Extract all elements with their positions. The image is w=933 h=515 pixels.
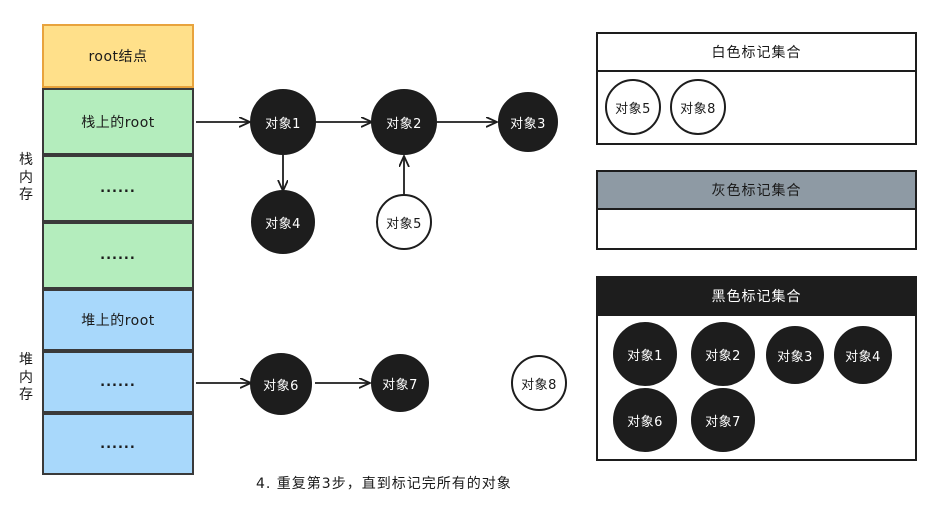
gray-mark-set-body (598, 210, 915, 248)
white-mark-set-panel: 白色标记集合 对象5 对象8 (596, 32, 917, 145)
graph-node-label: 对象4 (265, 216, 301, 232)
white-set-item-obj5[interactable]: 对象5 (605, 79, 661, 135)
heap-memory-label: 堆内存 (19, 352, 33, 403)
graph-node-obj3[interactable]: 对象3 (498, 92, 558, 152)
black-set-item-obj7[interactable]: 对象7 (691, 388, 755, 452)
black-set-item-obj2[interactable]: 对象2 (691, 322, 755, 386)
set-item-label: 对象3 (777, 349, 813, 365)
set-item-label: 对象2 (705, 348, 741, 364)
memory-cell-heap-filler-2[interactable]: ...... (42, 413, 194, 475)
set-item-label: 对象4 (845, 349, 881, 365)
memory-cell-label: ...... (100, 181, 136, 196)
graph-node-obj4[interactable]: 对象4 (251, 190, 315, 254)
memory-cell-label: 堆上的root (81, 313, 155, 329)
black-mark-set-panel: 黑色标记集合 对象1 对象2 对象3 对象4 对象6 对象7 (596, 276, 917, 461)
memory-cell-label: ...... (100, 248, 136, 263)
memory-cell-heap-filler-1[interactable]: ...... (42, 351, 194, 413)
memory-cell-root[interactable]: root结点 (42, 24, 194, 88)
graph-node-label: 对象7 (382, 377, 418, 393)
white-mark-set-title: 白色标记集合 (598, 34, 915, 72)
memory-cell-label: ...... (100, 374, 136, 390)
black-mark-set-title: 黑色标记集合 (598, 278, 915, 316)
graph-node-obj5[interactable]: 对象5 (376, 194, 432, 250)
memory-cell-heap-root[interactable]: 堆上的root (42, 289, 194, 351)
graph-node-obj1[interactable]: 对象1 (250, 89, 316, 155)
set-item-label: 对象1 (627, 348, 663, 364)
panel-title-label: 白色标记集合 (711, 45, 802, 61)
graph-node-label: 对象1 (265, 116, 301, 132)
set-item-label: 对象8 (680, 101, 716, 117)
set-item-label: 对象7 (705, 414, 741, 430)
graph-node-label: 对象3 (510, 116, 546, 132)
memory-cell-stack-filler-2[interactable]: ...... (42, 222, 194, 289)
memory-cell-stack-root[interactable]: 栈上的root (42, 88, 194, 155)
white-mark-set-body: 对象5 对象8 (598, 72, 915, 143)
black-mark-set-body: 对象1 对象2 对象3 对象4 对象6 对象7 (598, 316, 915, 459)
diagram-caption: 4. 重复第3步，直到标记完所有的对象 (256, 476, 512, 492)
panel-title-label: 黑色标记集合 (711, 289, 802, 305)
black-set-item-obj6[interactable]: 对象6 (613, 388, 677, 452)
black-set-item-obj4[interactable]: 对象4 (834, 326, 892, 384)
gray-mark-set-panel: 灰色标记集合 (596, 170, 917, 250)
stack-memory-label: 栈内存 (19, 152, 33, 203)
black-set-item-obj1[interactable]: 对象1 (613, 322, 677, 386)
gray-mark-set-title: 灰色标记集合 (598, 172, 915, 210)
graph-node-label: 对象6 (263, 378, 299, 394)
graph-node-obj8[interactable]: 对象8 (511, 355, 567, 411)
graph-node-obj2[interactable]: 对象2 (371, 89, 437, 155)
memory-cell-label: 栈上的root (81, 114, 155, 131)
graph-node-label: 对象8 (521, 377, 557, 393)
set-item-label: 对象5 (615, 101, 651, 117)
graph-node-obj6[interactable]: 对象6 (250, 353, 312, 415)
memory-cell-stack-filler-1[interactable]: ...... (42, 155, 194, 222)
graph-node-label: 对象2 (386, 116, 422, 132)
graph-node-label: 对象5 (386, 216, 422, 232)
black-set-item-obj3[interactable]: 对象3 (766, 326, 824, 384)
panel-title-label: 灰色标记集合 (711, 183, 802, 199)
memory-cell-label: ...... (100, 436, 136, 452)
memory-cell-label: root结点 (88, 49, 148, 65)
graph-node-obj7[interactable]: 对象7 (371, 354, 429, 412)
set-item-label: 对象6 (627, 414, 663, 430)
white-set-item-obj8[interactable]: 对象8 (670, 79, 726, 135)
